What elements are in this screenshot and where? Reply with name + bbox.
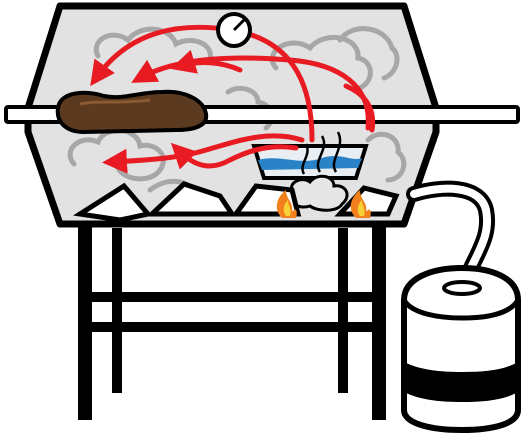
tank-top-rim	[401, 298, 521, 321]
heat-arrow-tail	[343, 83, 376, 133]
flame-icon	[276, 190, 371, 218]
flame-core	[357, 200, 365, 216]
steam-lines	[301, 131, 342, 175]
smoke-cloud	[365, 131, 407, 183]
propane-tank-icon	[401, 264, 521, 434]
meat-texture	[79, 98, 151, 106]
charcoal-piece	[145, 181, 237, 217]
heat-arrow	[170, 49, 243, 74]
front-left-leg	[78, 225, 92, 420]
charcoal-piece	[73, 182, 153, 223]
back-left-leg	[112, 228, 122, 393]
water-pan-icon	[251, 131, 369, 180]
thermometer-icon	[216, 12, 252, 48]
flame-core	[283, 200, 291, 216]
grill-stand	[78, 225, 386, 420]
heat-arrow	[102, 133, 305, 174]
tank-band	[404, 362, 518, 402]
smoke-cloud	[337, 26, 400, 81]
gas-hose-icon	[406, 180, 496, 298]
smoke-cloud	[269, 34, 373, 91]
charcoal-icon	[73, 181, 400, 223]
back-right-leg	[338, 228, 348, 393]
smoke-cloud	[67, 127, 166, 182]
hose-inner	[410, 184, 492, 294]
meat-icon	[55, 89, 209, 135]
upper-crossbar	[86, 292, 376, 302]
lower-crossbar	[86, 322, 376, 332]
smoke-cloud	[93, 26, 213, 63]
front-right-leg	[372, 225, 386, 420]
wood-chunk	[289, 174, 349, 212]
heat-arrow	[170, 142, 299, 170]
tank-valve	[442, 280, 482, 296]
wood-chips-icon	[289, 174, 349, 212]
thermometer-needle	[232, 18, 246, 32]
meat-slab	[55, 89, 209, 135]
